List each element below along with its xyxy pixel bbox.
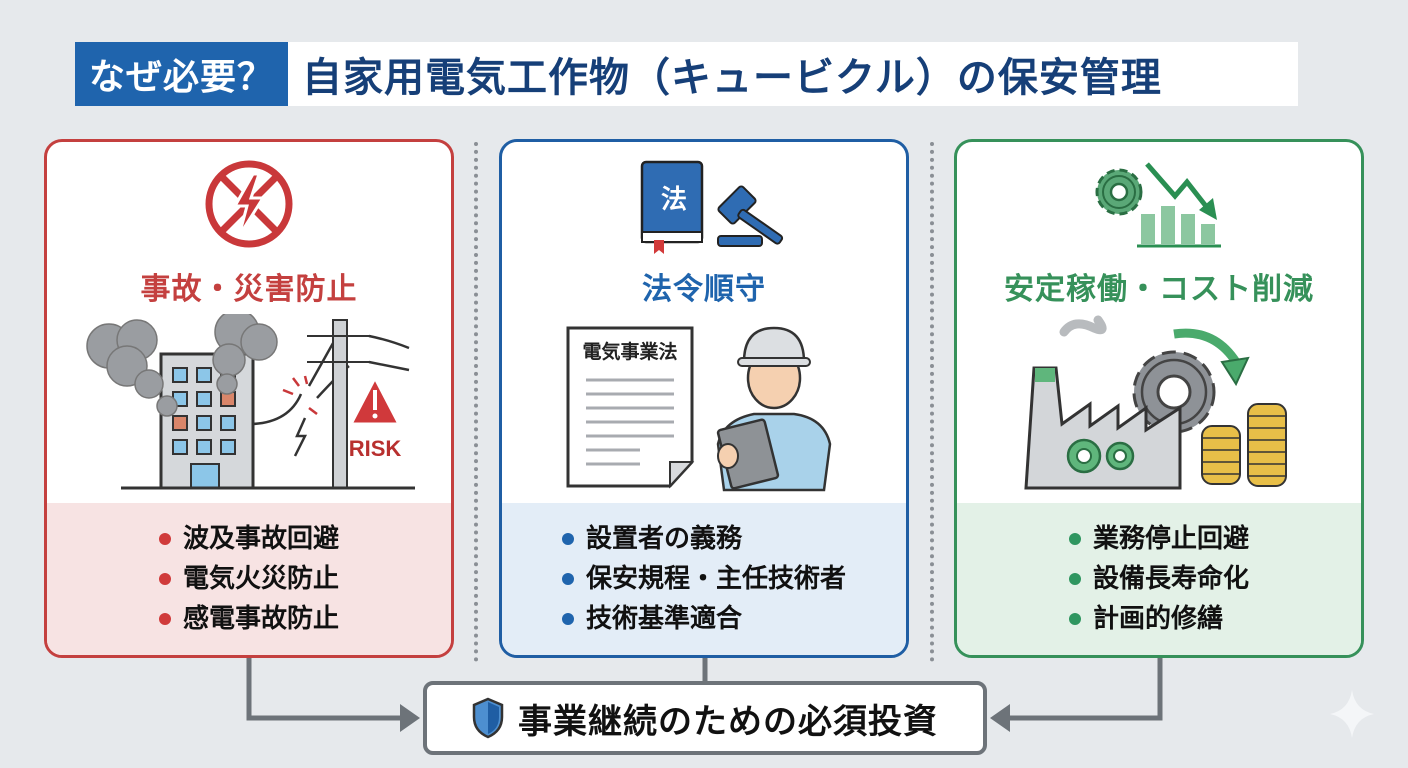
card-bullets: 業務停止回避 設備長寿命化 計画的修繕 bbox=[957, 503, 1361, 655]
bullet-dot bbox=[1068, 613, 1081, 625]
list-item-text: 保安規程・主任技術者 bbox=[585, 564, 846, 594]
risk-label: RISK bbox=[349, 436, 402, 461]
list-item-text: 設置者の義務 bbox=[585, 524, 742, 554]
burning-building-power-pole-illustration: RISK bbox=[86, 314, 415, 490]
list-item-text: 計画的修繕 bbox=[1092, 604, 1223, 634]
list-item-text: 技術基準適合 bbox=[585, 604, 742, 634]
card-bullets: 設置者の義務 保安規程・主任技術者 技術基準適合 bbox=[502, 503, 906, 655]
list-item: 波及事故回避 bbox=[158, 519, 339, 559]
result-label: 事業継続のための必須投資 bbox=[518, 701, 938, 742]
list-item-text: 波及事故回避 bbox=[182, 524, 339, 554]
list-item-text: 電気火災防止 bbox=[182, 564, 339, 594]
column-separator bbox=[474, 142, 478, 662]
bullet-dot bbox=[158, 533, 171, 545]
arrow-left-connector bbox=[246, 658, 405, 721]
arrow-head-right bbox=[990, 704, 1010, 732]
card-title: 安定稼働・コスト削減 bbox=[1004, 272, 1314, 307]
list-item: 電気火災防止 bbox=[158, 559, 339, 599]
list-item: 保安規程・主任技術者 bbox=[561, 559, 846, 599]
bullet-dot bbox=[158, 613, 171, 625]
title-tag: なぜ必要？ bbox=[75, 42, 289, 106]
list-item: 技術基準適合 bbox=[561, 599, 846, 639]
bullet-dot bbox=[561, 533, 574, 545]
law-book-gavel-icon: 法 bbox=[640, 160, 784, 254]
arrow-right-connector bbox=[1006, 658, 1163, 721]
bullet-dot bbox=[561, 573, 574, 585]
list-item: 設置者の義務 bbox=[561, 519, 846, 559]
list-item: 設備長寿命化 bbox=[1068, 559, 1249, 599]
bullet-dot bbox=[1068, 573, 1081, 585]
document-label: 電気事業法 bbox=[582, 340, 677, 363]
list-item: 感電事故防止 bbox=[158, 599, 339, 639]
list-item: 計画的修繕 bbox=[1068, 599, 1249, 639]
no-electricity-icon bbox=[205, 160, 293, 248]
list-item-text: 業務停止回避 bbox=[1092, 524, 1249, 554]
card-title: 事故・災害防止 bbox=[140, 272, 358, 307]
factory-gears-coins-illustration bbox=[1024, 315, 1287, 490]
title-bar: なぜ必要？ 自家用電気工作物（キュービクル）の保安管理 bbox=[75, 42, 1299, 106]
book-label: 法 bbox=[661, 185, 687, 215]
bullet-dot bbox=[561, 613, 574, 625]
card-title: 法令順守 bbox=[642, 272, 766, 307]
shield-icon bbox=[472, 697, 504, 739]
list-item-text: 設備長寿命化 bbox=[1092, 564, 1249, 594]
card-stable-operation: 安定稼働・コスト削減 bbox=[954, 139, 1364, 658]
card-bullets: 波及事故回避 電気火災防止 感電事故防止 bbox=[47, 503, 451, 655]
list-item: 業務停止回避 bbox=[1068, 519, 1249, 559]
document-and-inspector-illustration: 電気事業法 bbox=[566, 326, 832, 492]
arrow-head-left bbox=[400, 704, 420, 732]
page-title: 自家用電気工作物（キュービクル）の保安管理 bbox=[288, 42, 1299, 106]
bullet-dot bbox=[158, 573, 171, 585]
column-separator bbox=[930, 142, 934, 662]
result-box: 事業継続のための必須投資 bbox=[423, 681, 987, 755]
sparkle-icon bbox=[1330, 690, 1374, 738]
card-accident-prevention: 事故・災害防止 bbox=[44, 139, 454, 658]
bullet-dot bbox=[1068, 533, 1081, 545]
card-legal-compliance: 法 法令順守 電気事業法 bbox=[499, 139, 909, 658]
gear-cost-down-chart-icon bbox=[1095, 162, 1221, 248]
list-item-text: 感電事故防止 bbox=[182, 604, 339, 634]
